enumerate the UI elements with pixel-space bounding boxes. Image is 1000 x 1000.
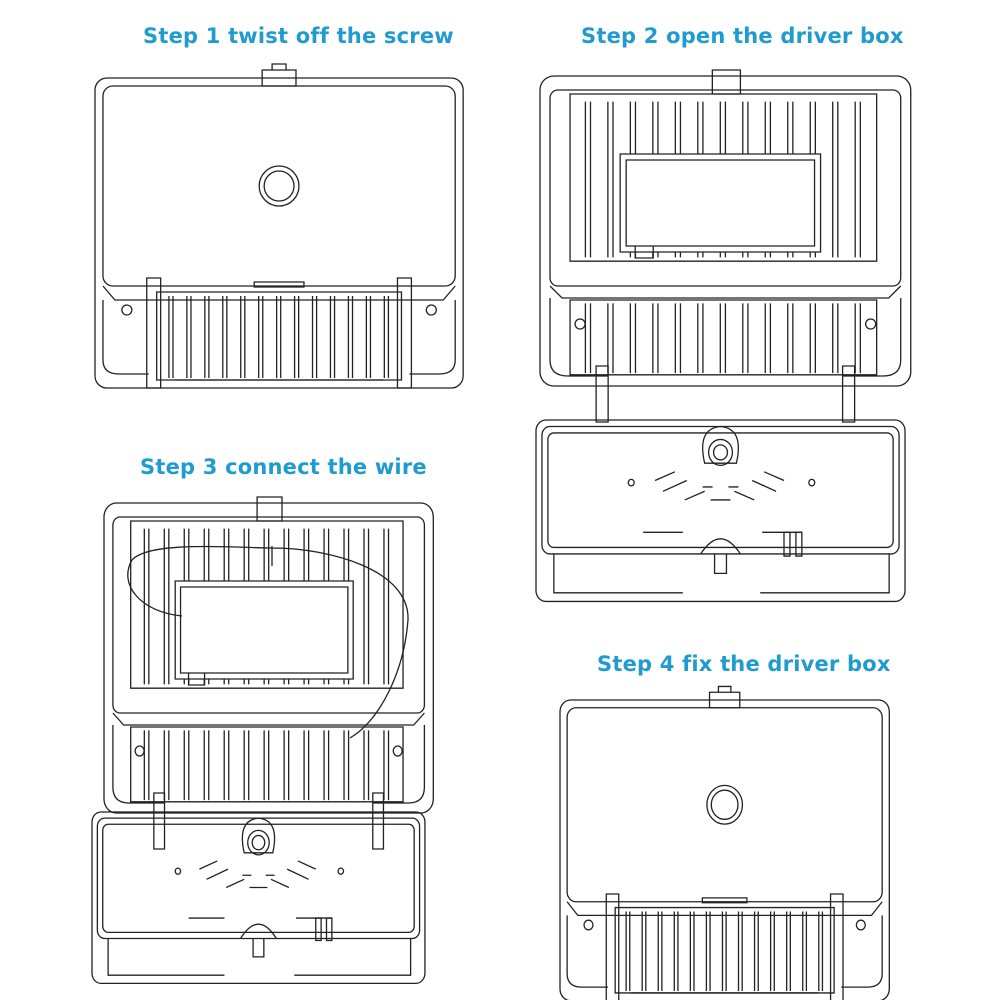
step-3-title: Step 3 connect the wire [140, 455, 427, 479]
step-1-title: Step 1 twist off the screw [143, 24, 454, 48]
step-3-wires [128, 546, 408, 738]
step-1-closed-housing [95, 64, 463, 388]
step-4-title: Step 4 fix the driver box [597, 652, 891, 676]
step-2-open-housing [540, 70, 911, 422]
step-2-driver-lid [535, 419, 906, 603]
step-3-driver-lid [91, 811, 426, 985]
step-4-closed-housing [560, 686, 889, 1000]
step-2-title: Step 2 open the driver box [581, 24, 904, 48]
